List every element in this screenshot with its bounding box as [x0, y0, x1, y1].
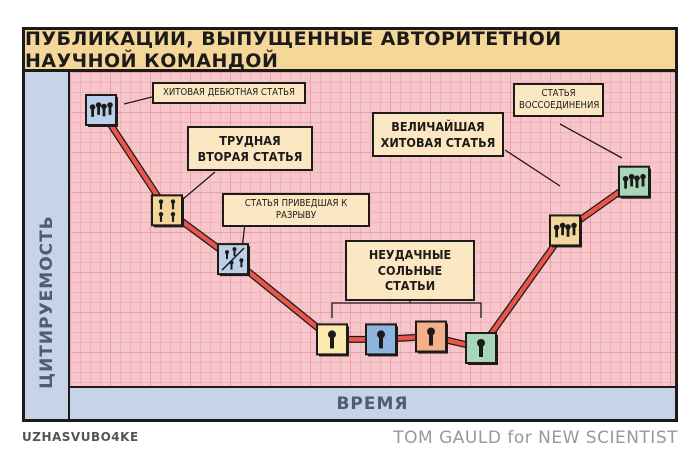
credit-right: TOM GAULD for NEW SCIENTIST: [393, 428, 678, 448]
x-axis-strip: ВРЕМЯ: [70, 386, 675, 419]
data-point-paper-4: [316, 323, 349, 357]
y-axis-strip: ЦИТИРУЕМОСТЬ: [25, 72, 70, 419]
annotation-leader-line: [504, 149, 561, 187]
credit-left: UZHASVUBO4KE: [22, 430, 139, 444]
data-point-paper-7: [465, 332, 498, 365]
chart-title: ПУБЛИКАЦИИ, ВЫПУЩЕННЫЕ АВТОРИТЕТНОЙ НАУЧ…: [25, 28, 675, 72]
data-point-paper-1: [85, 94, 118, 127]
annotation-second: ТРУДНАЯ ВТОРАЯ СТАТЬЯ: [187, 126, 313, 172]
data-point-paper-2: [151, 194, 184, 228]
data-point-paper-5: [365, 323, 398, 357]
annotation-debut: ХИТОВАЯ ДЕБЮТНАЯ СТАТЬЯ: [152, 82, 306, 104]
annotation-leader-line: [123, 96, 153, 105]
annotation-leader-line: [559, 123, 623, 159]
annotation-reunion: СТАТЬЯ ВОССОЕДИНЕНИЯ: [513, 83, 604, 117]
annotation-greatest: ВЕЛИЧАЙШАЯ ХИТОВАЯ СТАТЬЯ: [372, 112, 504, 158]
data-point-paper-3: [217, 243, 250, 277]
data-point-paper-9: [618, 165, 651, 199]
annotation-solo: НЕУДАЧНЫЕ СОЛЬНЫЕ СТАТЬИ: [345, 240, 475, 301]
data-point-paper-6: [415, 320, 448, 354]
x-axis-label: ВРЕМЯ: [336, 393, 409, 414]
data-point-paper-8: [549, 214, 582, 248]
annotation-breakup: СТАТЬЯ ПРИВЕДШАЯ К РАЗРЫВУ: [222, 193, 370, 227]
